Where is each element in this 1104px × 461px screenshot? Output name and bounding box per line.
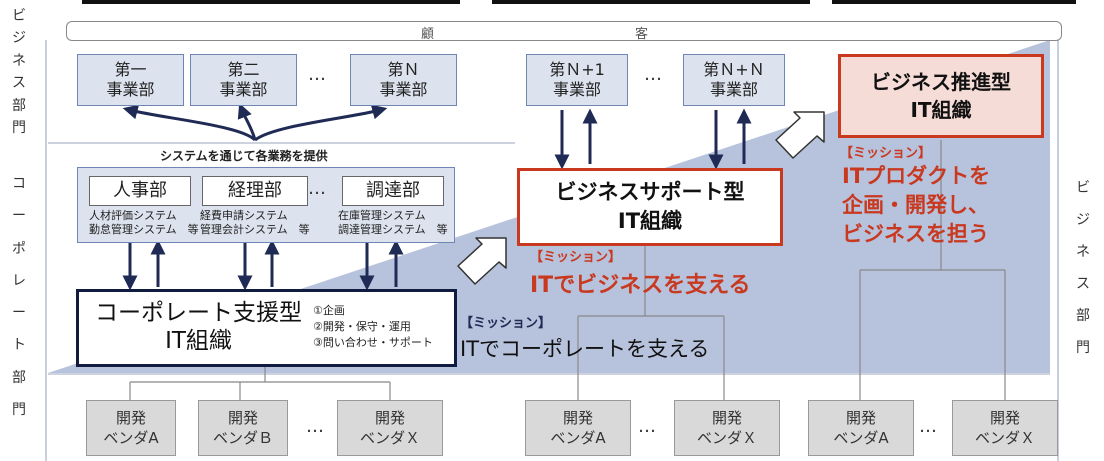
corporate-support-it-org: コーポレート支援型 IT組織 ①企画 ②開発・保守・運用 ③問い合わせ・サポート [76,289,457,367]
business-division-label: ビジネ ス部門 [12,8,26,136]
business-support-it-org: ビジネスサポート型 IT組織 [517,168,783,246]
progress-arrow-2 [775,111,825,159]
business-unit-2: 第二 事業部 [190,54,297,106]
accounting-department: 経理部 [202,176,308,206]
business-unit-n: 第Ｎ 事業部 [350,54,457,106]
customer-bar: 顧 客 [66,21,1062,42]
ellipsis: … [308,64,327,85]
ellipsis: … [308,178,327,199]
vendor-b: 開発 ベンダＢ [198,400,288,456]
corporate-org-functions: ①企画 ②開発・保守・運用 ③問い合わせ・サポート [313,304,433,349]
promote-mission-line-2: 企画・開発し、 [842,193,989,217]
progress-arrow-1 [457,237,507,285]
vendor-x: 開発 ベンダＸ [674,400,780,456]
corporate-mission-tag: 【ミッション】 [460,316,552,331]
system-caption: システムを通じて各業務を提供 [160,149,328,163]
procurement-systems: 在庫管理システム 調達管理システム 等 [338,209,448,236]
corporate-division-label: コーポ レート 部門 [12,176,26,418]
support-org-title-2: IT組織 [617,209,683,233]
promote-org-title-1: ビジネス推進型 [871,70,1011,94]
hr-department: 人事部 [89,176,191,206]
business-promotion-it-org: ビジネス推進型 IT組織 [838,54,1044,138]
corporate-mission: ITでコーポレートを支える [460,337,710,361]
vendor-a: 開発 ベンダA [525,400,631,456]
support-mission-tag: 【ミッション】 [530,250,622,265]
business-unit-1: 第一 事業部 [77,54,184,106]
vendor-x: 開発 ベンダＸ [952,400,1058,456]
ellipsis: … [919,416,938,437]
business-unit-n-plus-1: 第Ｎ+1 事業部 [526,54,628,106]
vendor-x: 開発 ベンダＸ [337,400,443,456]
promote-org-title-2: IT組織 [910,98,972,122]
corporate-departments-box: 人事部 人材評価システム 勤怠管理システム 等 経理部 経費申請システム 管理会… [77,167,455,243]
ellipsis: … [638,416,657,437]
ellipsis: … [306,416,325,437]
procurement-department: 調達部 [342,176,444,206]
support-org-title-1: ビジネスサポート型 [555,180,745,204]
promote-mission-tag: 【ミッション】 [840,146,932,161]
customer-char-1: 顧 [421,27,435,42]
corporate-org-title-1: コーポレート支援型 [95,300,302,326]
support-mission: ITでビジネスを支える [530,273,751,298]
vendor-a: 開発 ベンダA [808,400,914,456]
corporate-org-title-2: IT組織 [165,328,232,354]
accounting-systems: 経費申請システム 管理会計システム 等 [200,209,310,236]
business-division-label-right: ビジネ ス部門 [1076,180,1090,356]
customer-char-2: 客 [635,27,649,42]
vendor-a: 開発 ベンダA [86,400,176,456]
hr-systems: 人材評価システム 勤怠管理システム 等 [89,209,199,236]
promote-mission-line-3: ビジネスを担う [842,222,989,246]
ellipsis: … [644,64,663,85]
promote-mission-line-1: ITプロダクトを [842,164,991,188]
promote-mission: ITプロダクトを 企画・開発し、 ビジネスを担う [842,162,990,249]
business-unit-n-plus-n: 第Ｎ+Ｎ 事業部 [683,54,785,106]
